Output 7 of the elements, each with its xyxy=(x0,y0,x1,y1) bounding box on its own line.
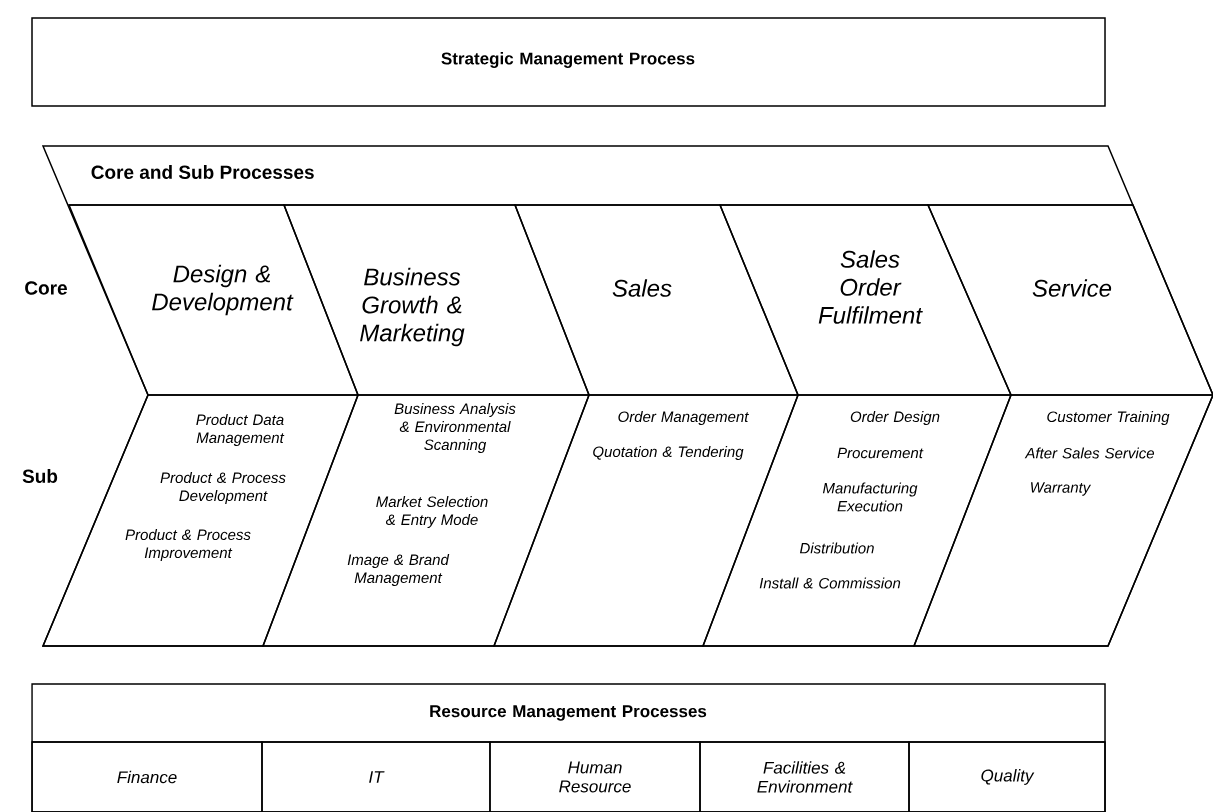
table-cell: Finance xyxy=(31,741,263,812)
process-box: Strategic Management Process xyxy=(31,17,1106,107)
table-cell: Human Resource xyxy=(489,741,701,812)
table-cell: Facilities & Environment xyxy=(699,741,910,812)
table-cell: IT xyxy=(261,741,491,812)
table-cell: Quality xyxy=(908,741,1106,812)
row-label: Sub xyxy=(22,469,58,483)
